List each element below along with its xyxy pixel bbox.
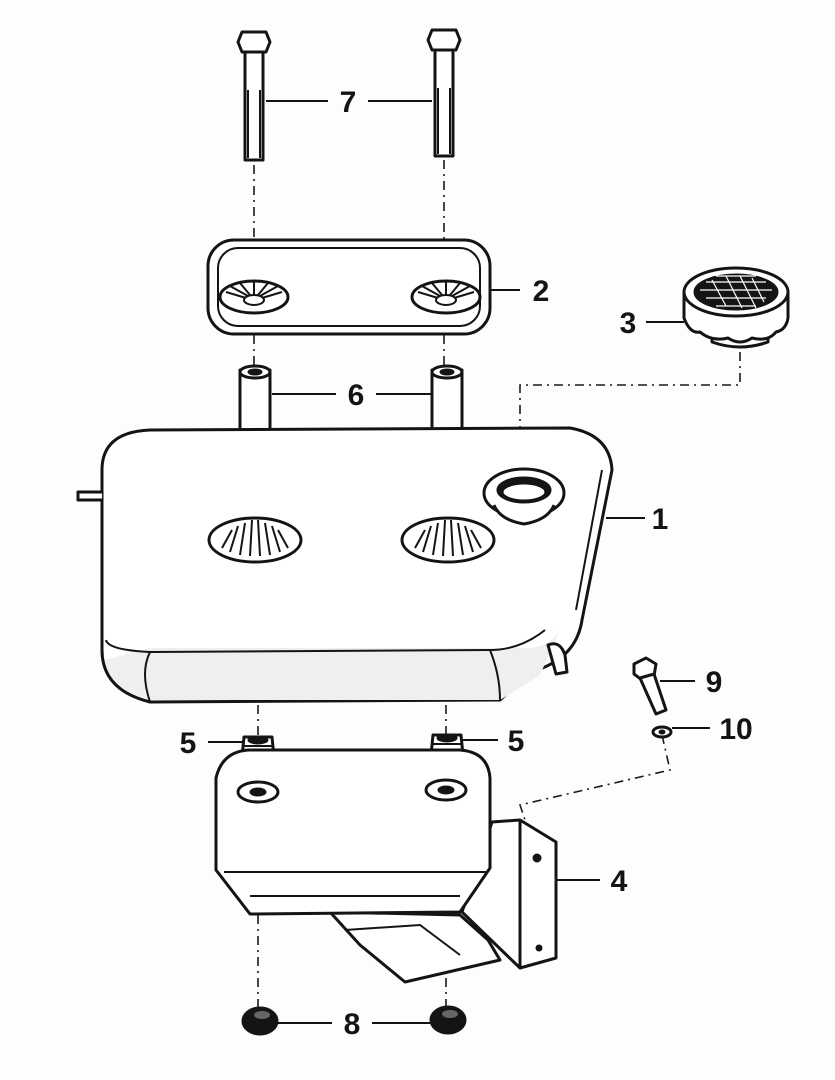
leader-lines [208,100,710,1024]
callout-8: 8 [344,1008,361,1041]
callout-4: 4 [611,865,628,898]
callout-2: 2 [533,275,550,308]
bolt-left [236,30,272,162]
callout-10: 10 [719,713,752,746]
callout-3: 3 [620,307,637,340]
bolt-right [426,28,462,158]
callout-5-left: 5 [180,727,197,760]
callout-7: 7 [340,86,357,119]
callout-5-right: 5 [508,725,525,758]
small-bolt [632,656,668,716]
top-plate [206,238,492,336]
mounting-bracket [214,748,558,984]
fuel-tank [76,426,614,704]
small-washer [651,725,673,739]
callout-1: 1 [652,503,669,536]
callout-9: 9 [706,666,723,699]
callout-labels: 7 2 3 6 1 5 5 4 9 10 8 [180,86,753,1041]
filler-cap [682,266,790,349]
nut-right [429,1005,467,1035]
callout-6: 6 [348,379,365,412]
nut-left [241,1006,279,1036]
